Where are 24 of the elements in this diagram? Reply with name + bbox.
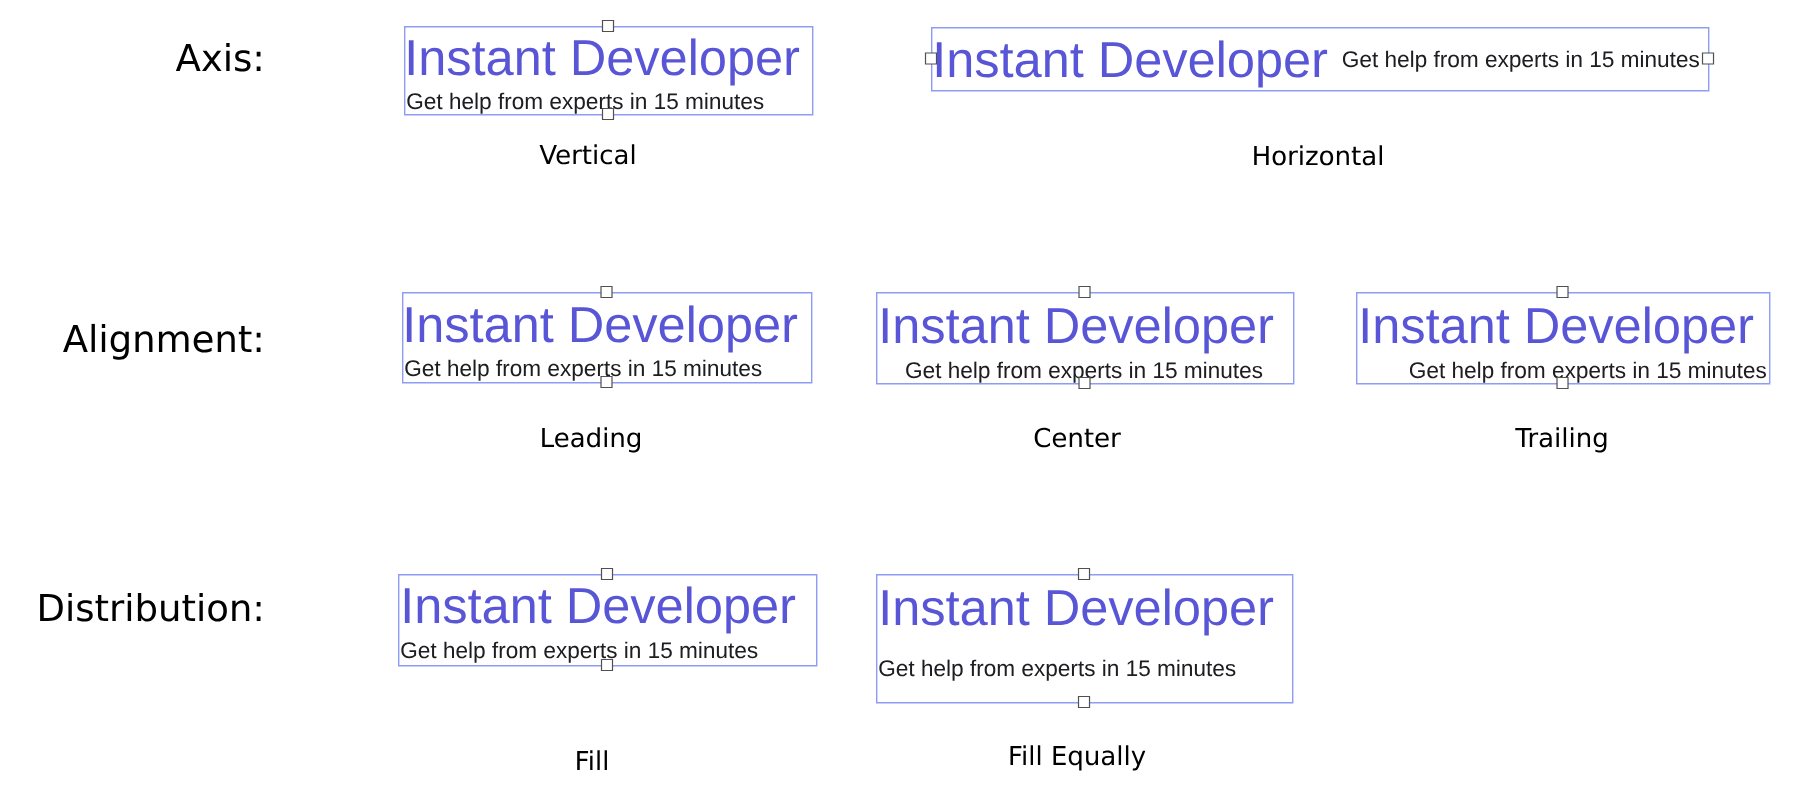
title-text: Instant Developer <box>882 306 1274 354</box>
row-label: Alignment: <box>63 323 261 360</box>
node-label: Center <box>1034 427 1121 448</box>
subtitle-text: Get help from experts in 15 minutes <box>401 641 758 663</box>
title-text: Instant Developer <box>408 38 800 86</box>
title-text: Instant Developer <box>882 588 1274 636</box>
title-text: Instant Developer <box>936 40 1328 88</box>
node-label: Vertical <box>539 144 635 165</box>
title-text: Instant Developer <box>1362 306 1754 354</box>
node-label: Fill Equally <box>1010 745 1146 771</box>
subtitle-text: Get help from experts in 15 minutes <box>906 361 1263 383</box>
row-label: Axis: <box>175 42 261 72</box>
node-label: Horizontal <box>1254 145 1382 166</box>
subtitle-text: Get help from experts in 15 minutes <box>407 92 764 114</box>
title-text: Instant Developer <box>406 305 798 353</box>
subtitle-text: Get help from experts in 15 minutes <box>405 359 762 381</box>
node-label: Leading <box>542 427 640 453</box>
subtitle-text: Get help from experts in 15 minutes <box>879 659 1236 681</box>
title-text: Instant Developer <box>404 586 796 634</box>
node-label: Trailing <box>1515 427 1607 453</box>
node-label: Fill <box>577 750 607 770</box>
row-label: Distribution: <box>40 592 261 622</box>
subtitle-text: Get help from experts in 15 minutes <box>1409 361 1766 383</box>
subtitle-text: Get help from experts in 15 minutes <box>1342 50 1699 72</box>
